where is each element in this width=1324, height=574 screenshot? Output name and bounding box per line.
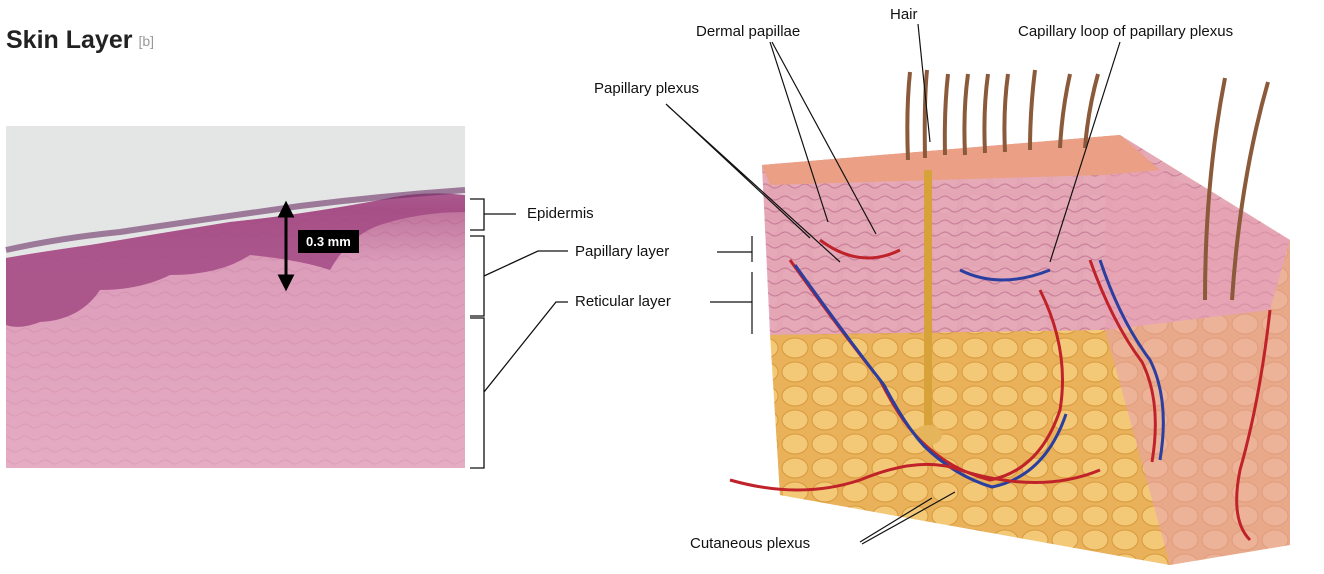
scale-bar-label: 0.3 mm: [298, 230, 359, 253]
hair-label: Hair: [890, 6, 918, 23]
reticular-bracket: [470, 302, 568, 468]
papillary-layer-leader: [717, 236, 752, 262]
cutaneous-plexus-label: Cutaneous plexus: [690, 535, 810, 552]
papillary-plexus-label: Papillary plexus: [594, 80, 699, 97]
dermal-papillae-label: Dermal papillae: [696, 23, 800, 40]
papillary-layer-label: Papillary layer: [575, 243, 669, 260]
reticular-layer-leader: [710, 272, 752, 334]
epidermis-bracket: [470, 199, 516, 230]
epidermis-label: Epidermis: [527, 205, 594, 222]
capillary-loop-label: Capillary loop of papillary plexus: [1018, 23, 1233, 40]
histology-image: [6, 126, 465, 468]
layer-brackets: [470, 199, 568, 468]
papillary-bracket: [470, 236, 568, 316]
skin-block-diagram: [730, 70, 1290, 565]
reticular-layer-label: Reticular layer: [575, 293, 671, 310]
